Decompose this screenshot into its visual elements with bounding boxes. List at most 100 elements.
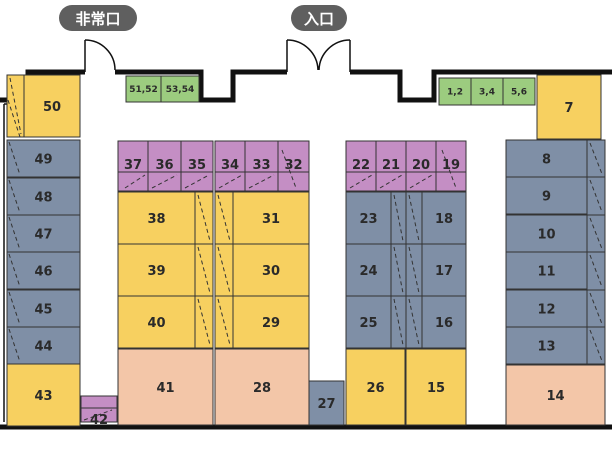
booth-42[interactable]: 42 (80, 395, 118, 428)
booth-50[interactable]: 50 (7, 74, 81, 138)
booth-1-2[interactable]: 1,2 (438, 77, 472, 106)
booth-strip-diagonal (589, 179, 603, 213)
booth-box (505, 251, 588, 290)
booth-23[interactable]: 23 (345, 191, 392, 245)
booth-9[interactable]: 9 (505, 176, 588, 215)
booth-12[interactable]: 12 (505, 289, 588, 328)
booth-box (345, 140, 377, 192)
booth-strip-diagonal (589, 292, 603, 325)
booth-label: 32 (284, 158, 302, 173)
booth-strip-diagonal (217, 246, 231, 294)
booth-strip-diagonal (197, 298, 211, 346)
booth-label: 22 (352, 158, 370, 173)
booth-label: 11 (537, 265, 555, 280)
booth-51-52[interactable]: 51,52 (125, 75, 162, 103)
booth-27[interactable]: 27 (308, 380, 345, 426)
booth-41[interactable]: 41 (117, 348, 214, 426)
booth-37[interactable]: 37 (117, 140, 149, 192)
booth-box (405, 140, 437, 192)
booth-box (214, 348, 310, 426)
booth-label: 13 (537, 340, 555, 355)
booth-38[interactable]: 38 (117, 191, 196, 245)
booth-7[interactable]: 7 (536, 74, 602, 140)
booth-40[interactable]: 40 (117, 295, 196, 349)
booth-label: 5,6 (511, 88, 527, 98)
booth-34[interactable]: 34 (214, 140, 246, 192)
booth-box (180, 140, 214, 192)
booth-29[interactable]: 29 (232, 295, 310, 349)
booth-39[interactable]: 39 (117, 243, 196, 297)
emergency-exit-door (84, 39, 116, 72)
booth-label: 34 (221, 158, 239, 173)
booth-label: 3,4 (479, 88, 495, 98)
booth-17[interactable]: 17 (421, 243, 467, 297)
booth-20[interactable]: 20 (405, 140, 437, 192)
booth-strip-diagonal (408, 298, 420, 346)
booth-36[interactable]: 36 (147, 140, 182, 192)
booth-box (117, 243, 196, 297)
booth-31[interactable]: 31 (232, 191, 310, 245)
booth-strip-diagonal (589, 254, 603, 288)
booth-46[interactable]: 46 (6, 251, 81, 290)
booth-diagonal (83, 409, 113, 421)
booth-diagonal (8, 328, 21, 363)
booth-box (421, 191, 467, 245)
booth-diagonal (218, 174, 243, 189)
booth-24[interactable]: 24 (345, 243, 392, 297)
booth-48[interactable]: 48 (6, 177, 81, 216)
booth-10[interactable]: 10 (505, 214, 588, 253)
booth-label: 9 (542, 190, 551, 205)
booth-30[interactable]: 30 (232, 243, 310, 297)
booth-box (117, 191, 196, 245)
booth-18[interactable]: 18 (421, 191, 467, 245)
booth-strip-diagonal (393, 298, 404, 346)
booth-box (80, 395, 118, 423)
booth-53-54[interactable]: 53,54 (160, 75, 200, 103)
booth-43[interactable]: 43 (6, 363, 81, 427)
booth-26[interactable]: 26 (345, 348, 406, 426)
booth-5-6[interactable]: 5,6 (502, 77, 536, 106)
booth-3-4[interactable]: 3,4 (470, 77, 504, 106)
booth-box (421, 295, 467, 349)
booth-25[interactable]: 25 (345, 295, 392, 349)
booth-diagonal (379, 174, 403, 189)
booth-strip-diagonal (217, 298, 231, 346)
booth-box (117, 140, 149, 192)
emergency-exit-sign: 非常口 (59, 5, 137, 31)
booth-box (505, 326, 588, 365)
booth-13[interactable]: 13 (505, 326, 588, 365)
booth-47[interactable]: 47 (6, 214, 81, 253)
booth-box (435, 140, 467, 192)
booth-49[interactable]: 49 (6, 139, 81, 178)
booth-45[interactable]: 45 (6, 289, 81, 328)
booth-label: 31 (262, 212, 280, 227)
booth-box (117, 295, 196, 349)
booth-box (6, 326, 81, 365)
booth-label: 50 (43, 100, 61, 115)
booth-28[interactable]: 28 (214, 348, 310, 426)
booth-19[interactable]: 19 (435, 140, 467, 192)
booth-diagonal (248, 174, 275, 189)
booth-diagonal (8, 179, 21, 214)
booth-21[interactable]: 21 (375, 140, 407, 192)
booth-diagonal (349, 174, 373, 189)
booth-14[interactable]: 14 (505, 364, 606, 426)
booth-label: 36 (155, 158, 173, 173)
booth-35[interactable]: 35 (180, 140, 214, 192)
booth-15[interactable]: 15 (405, 348, 467, 426)
booth-strip-diagonal (393, 194, 404, 242)
booth-8[interactable]: 8 (505, 139, 588, 178)
booth-box (125, 75, 162, 103)
booth-label: 1,2 (447, 88, 463, 98)
booth-label: 16 (435, 316, 453, 331)
entrance-door (286, 39, 351, 72)
booth-label: 41 (156, 381, 174, 396)
booth-16[interactable]: 16 (421, 295, 467, 349)
booth-22[interactable]: 22 (345, 140, 377, 192)
booth-33[interactable]: 33 (244, 140, 279, 192)
booth-11[interactable]: 11 (505, 251, 588, 290)
booth-44[interactable]: 44 (6, 326, 81, 365)
booth-label: 45 (34, 303, 52, 318)
booth-32[interactable]: 32 (277, 140, 310, 192)
